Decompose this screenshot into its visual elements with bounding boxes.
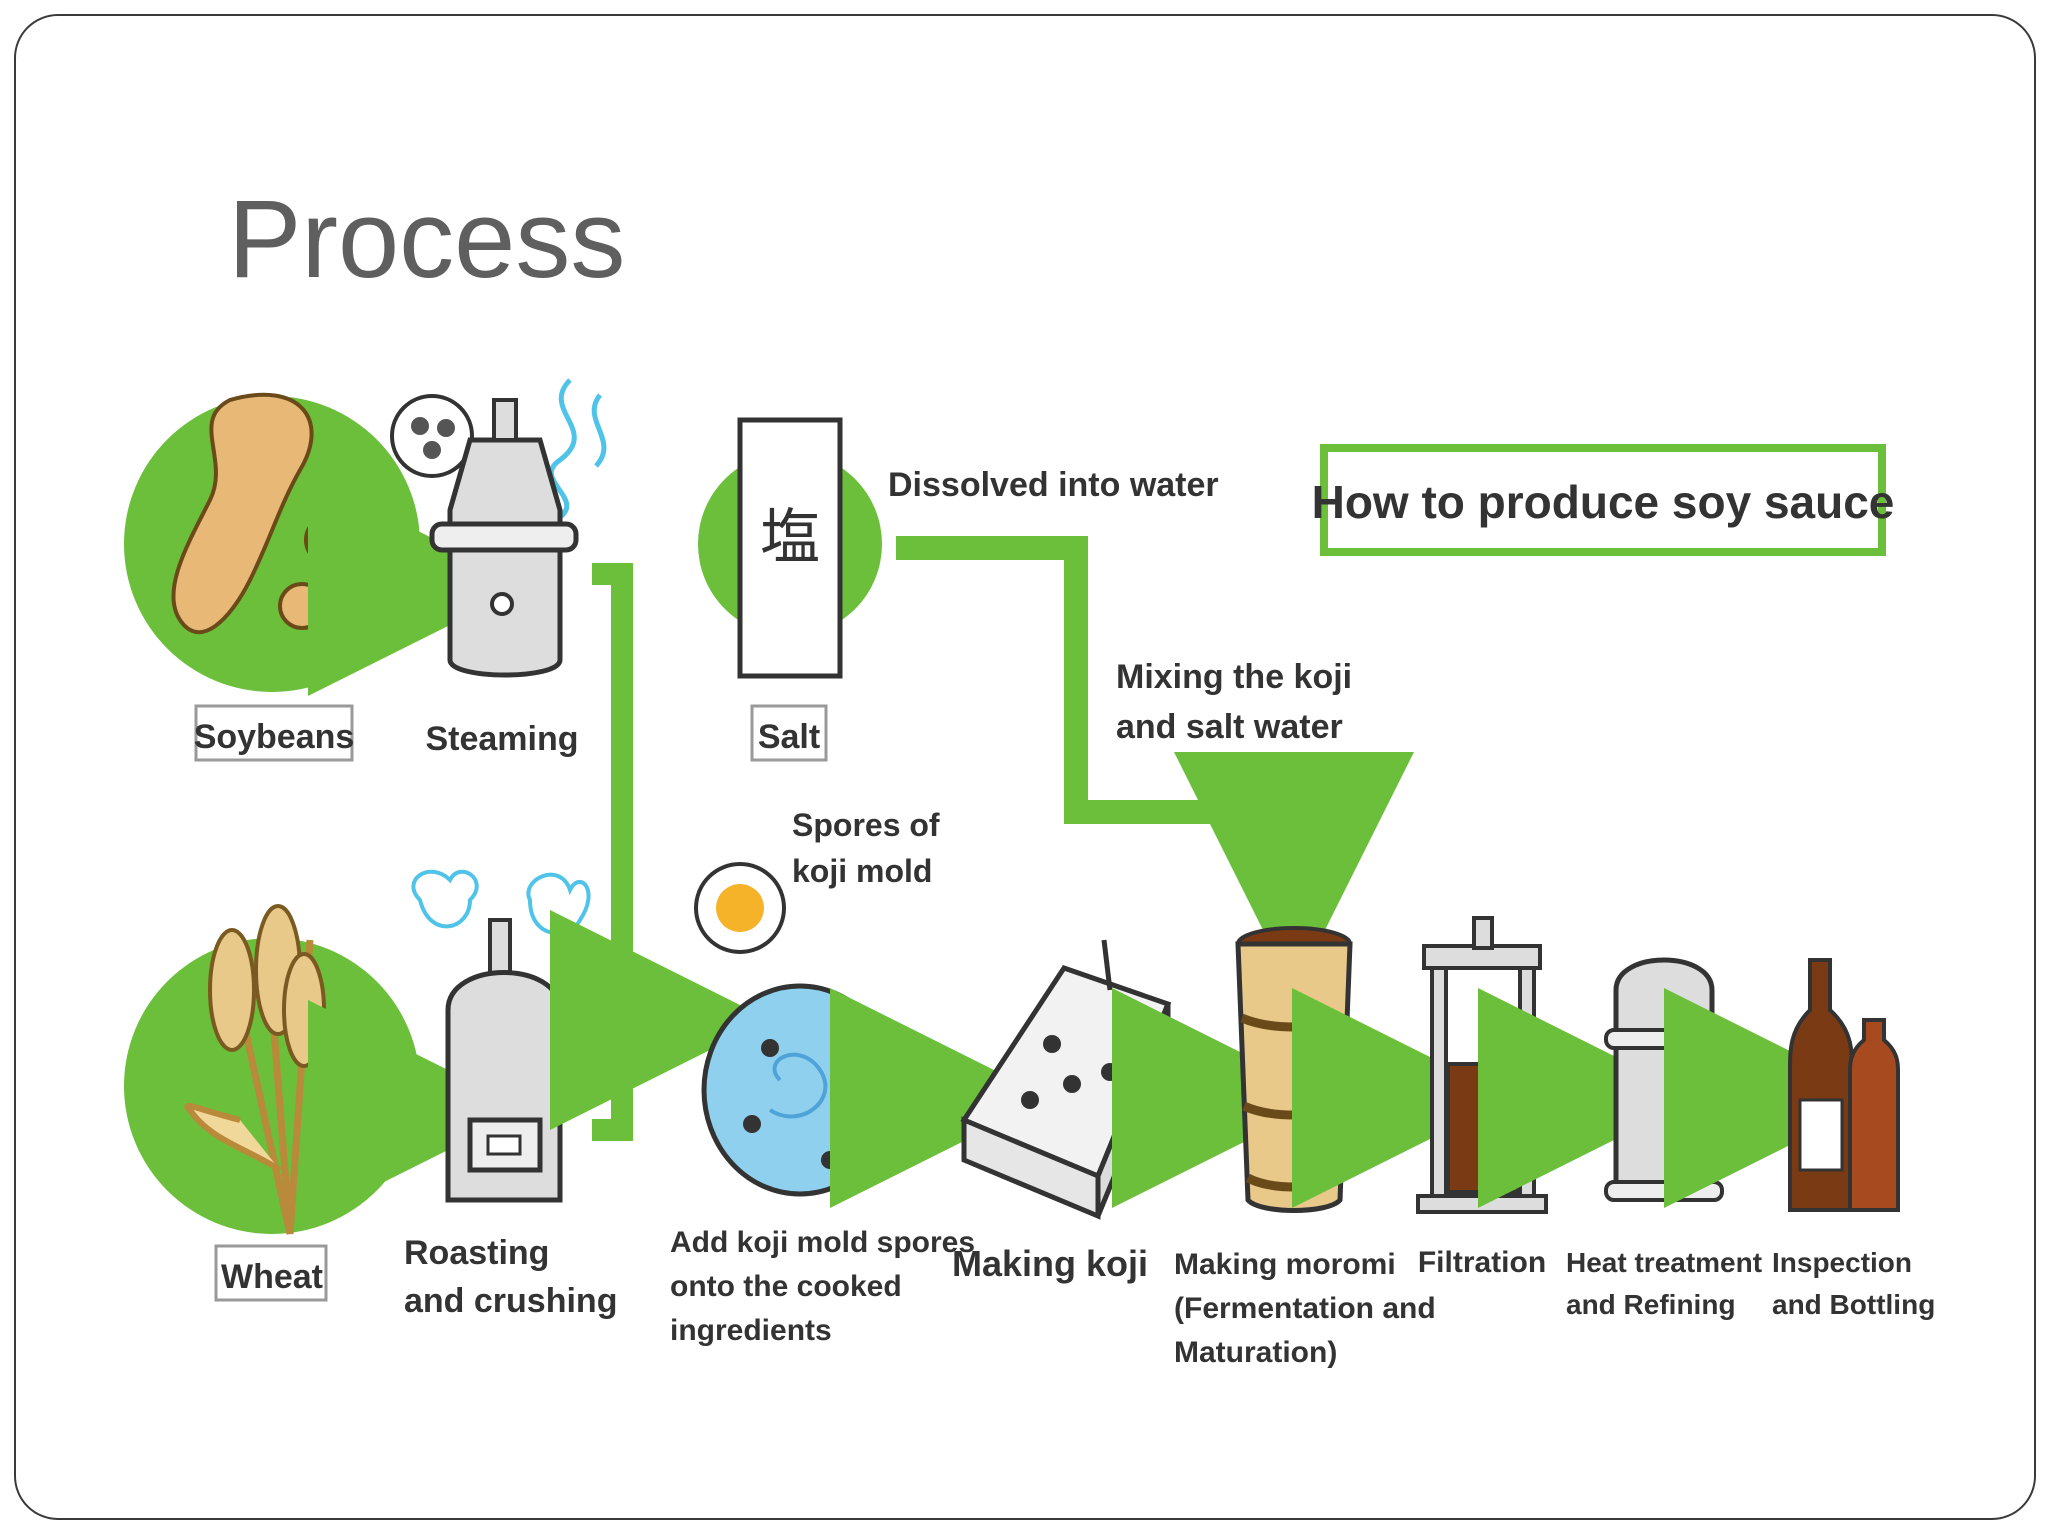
salt-kanji: 塩: [760, 504, 820, 571]
label-heat-line1: Heat treatment: [1566, 1247, 1762, 1278]
label-salt: Salt: [758, 718, 820, 756]
label-mixing-line2: and salt water: [1116, 708, 1343, 746]
moromi-barrel-icon: [1235, 926, 1353, 1213]
label-dissolved: Dissolved into water: [888, 466, 1219, 504]
connector-bracket: [592, 563, 633, 1141]
label-roasting-line2: and crushing: [404, 1282, 617, 1320]
filtration-press-icon: [1416, 916, 1548, 1214]
bottles-icon: [1788, 958, 1900, 1212]
heat-tank-icon: [1604, 957, 1724, 1202]
label-moromi-line2: (Fermentation and: [1174, 1292, 1436, 1325]
label-steaming: Steaming: [425, 720, 578, 758]
roaster-icon: [411, 869, 591, 1203]
label-making-koji: Making koji: [952, 1243, 1148, 1284]
label-soybeans: Soybeans: [194, 718, 355, 756]
label-add-line2: onto the cooked: [670, 1270, 902, 1303]
label-spores-line1: Spores of: [792, 807, 940, 843]
salt-icon: 塩: [698, 417, 882, 679]
label-filtration: Filtration: [1418, 1246, 1546, 1279]
label-roasting-line1: Roasting: [404, 1234, 549, 1272]
label-moromi-line1: Making moromi: [1174, 1248, 1396, 1281]
diagram-heading-box: How to produce soy sauce: [1312, 444, 1895, 556]
steamer-icon: [390, 378, 607, 678]
arrow-salt-water: [896, 536, 1414, 992]
label-moromi-line3: Maturation): [1174, 1336, 1337, 1369]
label-wheat: Wheat: [221, 1258, 323, 1296]
koji-mold-bowl-icon: [694, 862, 899, 1197]
label-inspection-line1: Inspection: [1772, 1247, 1912, 1278]
label-inspection-line2: and Bottling: [1772, 1289, 1935, 1320]
label-add-line3: ingredients: [670, 1314, 832, 1347]
soybeans-icon: [124, 392, 420, 692]
slide-title: Process: [228, 178, 626, 301]
label-add-line1: Add koji mold spores: [670, 1226, 975, 1259]
diagram-heading: How to produce soy sauce: [1312, 476, 1895, 528]
label-heat-line2: and Refining: [1566, 1289, 1736, 1320]
label-spores-line2: koji mold: [792, 853, 932, 889]
wheat-icon: [124, 904, 420, 1235]
slide: Process: [14, 14, 2036, 1520]
label-mixing-line1: Mixing the koji: [1116, 658, 1352, 696]
koji-tray-icon: [960, 939, 1172, 1220]
